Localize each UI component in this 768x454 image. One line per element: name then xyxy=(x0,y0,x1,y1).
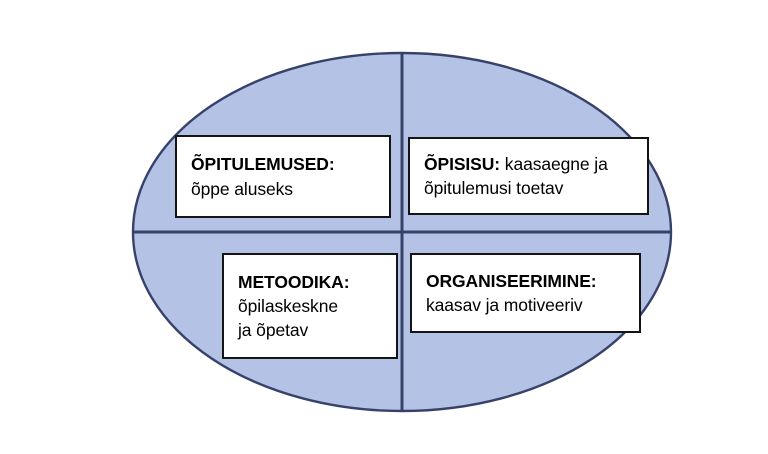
quadrant-box-organiseerimine: ORGANISEERIMINE: kaasav ja motiveeriv xyxy=(410,253,641,333)
quadrant-description-organiseerimine: kaasav ja motiveeriv xyxy=(426,295,583,315)
quadrant-box-metoodika: METOODIKA: õpilaskeskne ja õpetav xyxy=(222,253,398,359)
quadrant-term-suffix-opisisu: kaasaegne ja xyxy=(500,153,608,174)
quadrant-term-opisisu: ÕPISISU: kaasaegne ja xyxy=(424,153,608,174)
quadrant-description-metoodika-line-2: ja õpetav xyxy=(238,320,309,341)
quadrant-box-opisisu: ÕPISISU: kaasaegne ja õpitulemusi toetav xyxy=(408,137,649,215)
quadrant-description-opisisu: õpitulemusi toetav xyxy=(424,178,564,198)
quadrant-term-opitulemused: ÕPITULEMUSED: xyxy=(191,154,335,175)
quadrant-term-metoodika: METOODIKA: xyxy=(238,271,350,292)
quadrant-description-opitulemused: õppe aluseks xyxy=(191,178,293,199)
quadrant-description-metoodika-line-1: õpilaskeskne xyxy=(238,295,338,316)
quadrant-term-organiseerimine: ORGANISEERIMINE: xyxy=(426,270,597,291)
quadrant-box-opitulemused: ÕPITULEMUSED: õppe aluseks xyxy=(175,135,391,218)
